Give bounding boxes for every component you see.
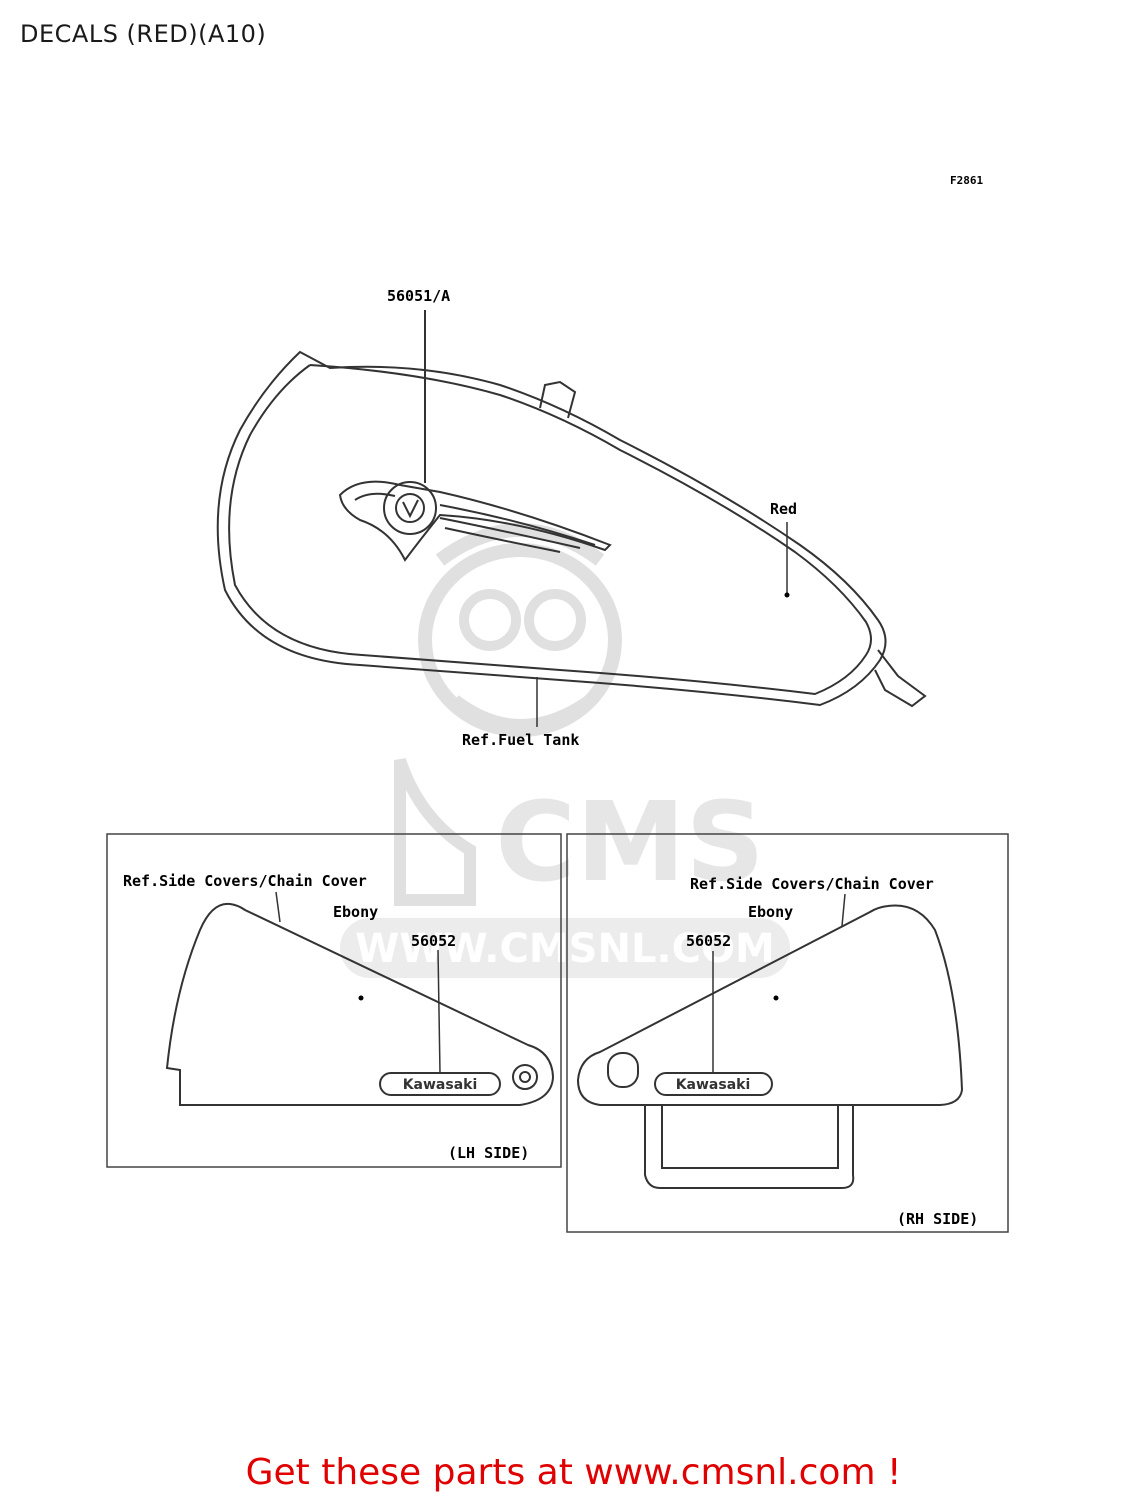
rh-side-label: (RH SIDE) xyxy=(897,1210,978,1228)
rh-ref-label: Ref.Side Covers/Chain Cover xyxy=(690,875,934,893)
rh-side-cover-icon xyxy=(576,904,964,1106)
rh-kawasaki-logo: Kawasaki xyxy=(676,1077,751,1093)
rh-color-label: Ebony xyxy=(748,903,793,921)
fuel-tank xyxy=(216,310,927,727)
tank-color-label: Red xyxy=(770,500,797,518)
parts-diagram: CMS WWW.CMSNL.COM F2861 xyxy=(106,174,1009,1233)
lh-ref-label: Ref.Side Covers/Chain Cover xyxy=(123,872,367,890)
watermark: CMS WWW.CMSNL.COM xyxy=(340,523,790,978)
lh-side-label: (LH SIDE) xyxy=(448,1144,529,1162)
figure-code: F2861 xyxy=(950,174,983,187)
tank-ref-label: Ref.Fuel Tank xyxy=(462,731,579,749)
watermark-text: WWW.CMSNL.COM xyxy=(355,926,775,972)
rh-chain-cover-icon xyxy=(644,1105,855,1189)
watermark-mascot-icon xyxy=(394,523,622,906)
lh-color-label: Ebony xyxy=(333,903,378,921)
rh-side-panel: Kawasaki Ref.Side Covers/Chain Cover Ebo… xyxy=(566,833,1009,1233)
rh-part-number: 56052 xyxy=(686,932,731,950)
watermark-logo: CMS xyxy=(495,778,764,906)
tank-decal-part-number: 56051/A xyxy=(387,287,450,305)
lh-side-panel: Kawasaki Ref.Side Covers/Chain Cover Ebo… xyxy=(106,833,562,1168)
page-title: DECALS (RED)(A10) xyxy=(20,20,267,48)
lh-part-number: 56052 xyxy=(411,932,456,950)
v-logo-icon xyxy=(395,493,425,523)
tank-badge xyxy=(338,480,612,562)
lh-kawasaki-logo: Kawasaki xyxy=(403,1077,478,1093)
lh-side-cover-icon xyxy=(165,902,555,1106)
footer-promo-link[interactable]: Get these parts at www.cmsnl.com ! xyxy=(245,1452,902,1493)
